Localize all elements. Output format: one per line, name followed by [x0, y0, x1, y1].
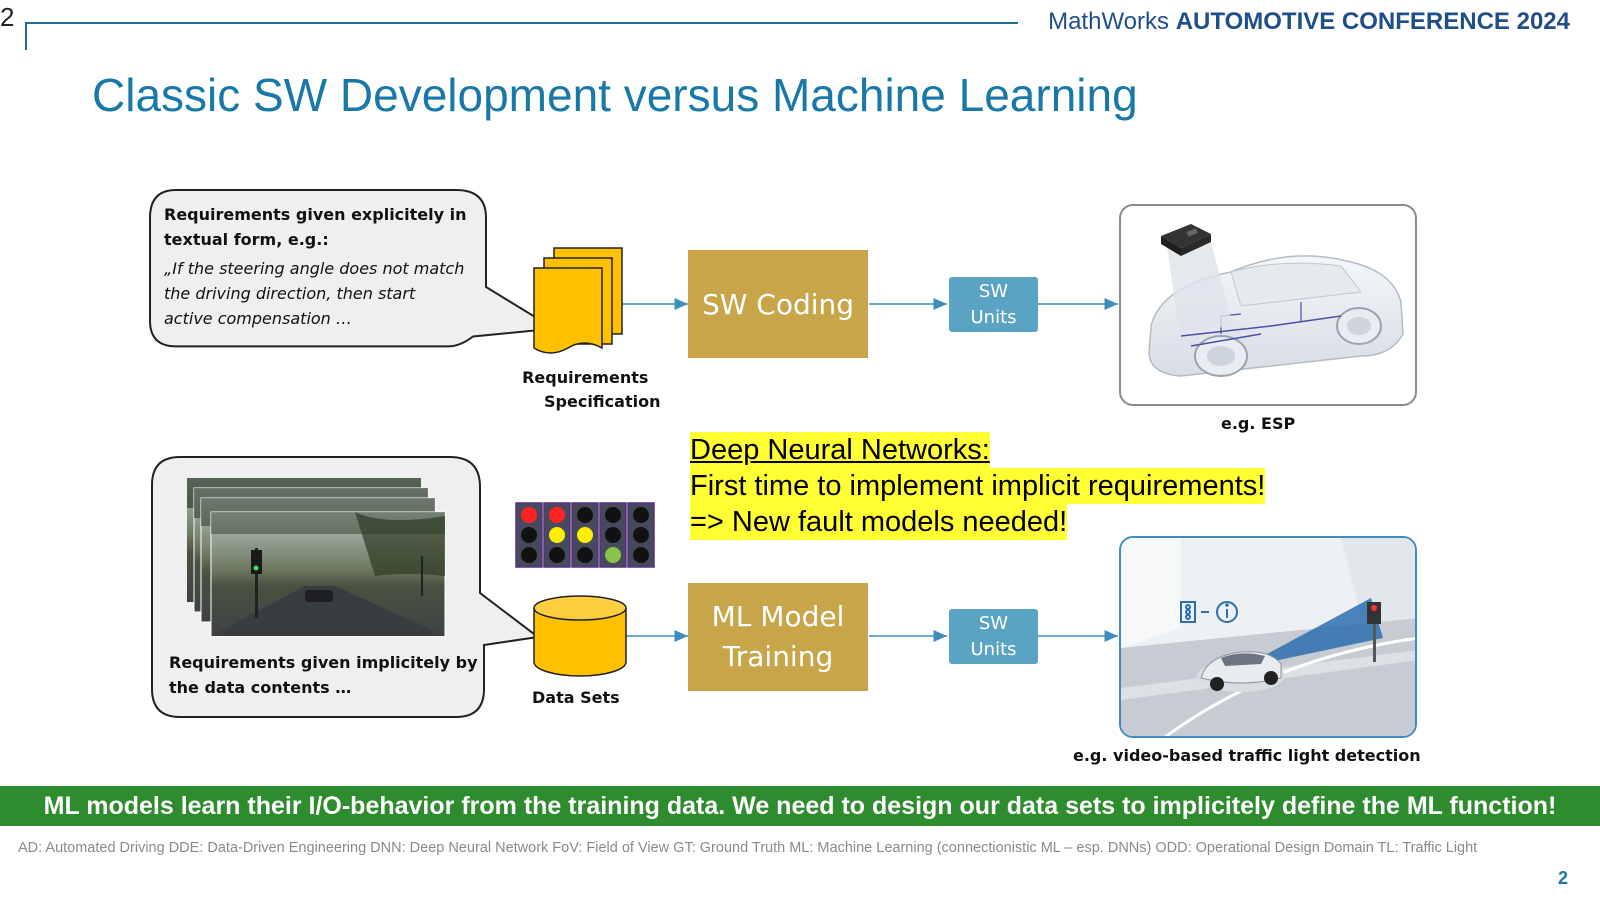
- requirements-spec-label: Requirements Specification: [510, 366, 660, 414]
- slide-title: Classic SW Development versus Machine Le…: [92, 69, 1138, 121]
- sw-units-classic-line1: SW: [978, 280, 1009, 302]
- sw-units-ml: SW Units: [949, 609, 1038, 664]
- sw-units-classic-line2: Units: [970, 306, 1017, 328]
- data-sets-database-icon: [533, 595, 627, 677]
- sw-units-ml-line1: SW: [978, 612, 1009, 634]
- ml-training-box: ML Model Training: [688, 583, 868, 691]
- ml-callout-line1: Requirements given implicitely by: [169, 653, 478, 672]
- esp-car-image: [1119, 204, 1417, 406]
- key-message-banner: ML models learn their I/O-behavior from …: [0, 786, 1600, 826]
- requirements-document-icon: [533, 247, 623, 354]
- data-sets-label: Data Sets: [532, 688, 620, 707]
- dnn-highlight: Deep Neural Networks: First time to impl…: [690, 432, 1266, 540]
- sw-coding-box: SW Coding: [688, 250, 868, 358]
- training-images-stack: [187, 478, 446, 637]
- header-rule: [25, 22, 1018, 50]
- page-number: 2: [1557, 868, 1568, 888]
- tl-2: [549, 507, 565, 563]
- esp-label: e.g. ESP: [1221, 414, 1296, 433]
- classic-quote-line1: „If the steering angle does not match: [164, 259, 465, 278]
- tl-info-icons: [1180, 601, 1238, 623]
- slide-number-top: 2: [0, 2, 15, 32]
- classic-callout-line2: textual form, e.g.:: [164, 230, 329, 249]
- traffic-light-detection-image: [1119, 536, 1417, 738]
- dnn-highlight-line3: => New fault models needed!: [690, 504, 1068, 540]
- camera-fov: [1241, 598, 1383, 668]
- detection-car: [1197, 651, 1285, 692]
- tl-detection-label: e.g. video-based traffic light detection: [1073, 746, 1421, 765]
- ml-callout-line2: the data contents …: [169, 678, 352, 697]
- dnn-highlight-line2: First time to implement implicit require…: [690, 468, 1266, 504]
- spec-label-line1: Requirements: [522, 368, 649, 387]
- image-frame-front: [210, 511, 446, 637]
- spec-label-line2: Specification: [544, 392, 661, 411]
- traffic-lights-icon: [515, 502, 655, 568]
- conference-name: AUTOMOTIVE CONFERENCE 2024: [1175, 8, 1570, 35]
- conference-brand: MathWorks: [1048, 8, 1170, 35]
- esp-control-unit: [1161, 224, 1211, 256]
- dnn-highlight-line1: Deep Neural Networks:: [690, 432, 990, 468]
- classic-quote-line2: the driving direction, then start: [164, 284, 416, 303]
- car-illustration: [1148, 224, 1404, 377]
- classic-callout-text: Requirements given explicitely in textua…: [164, 202, 467, 331]
- abbreviations-footer: AD: Automated Driving DDE: Data-Driven E…: [18, 840, 1478, 856]
- classic-callout-shape: [149, 188, 558, 348]
- tl-3: [577, 507, 593, 563]
- tl-4: [605, 507, 621, 563]
- classic-quote-line3: active compensation …: [164, 309, 352, 328]
- ml-training-line1: ML Model: [711, 600, 845, 633]
- tl-5: [633, 507, 649, 563]
- ml-callout-text: Requirements given implicitely by the da…: [169, 650, 478, 700]
- tl-1: [521, 507, 537, 563]
- conference-title: MathWorks AUTOMOTIVE CONFERENCE 2024: [1048, 8, 1570, 36]
- sw-units-classic: SW Units: [949, 277, 1038, 332]
- traffic-light-pole: [1367, 602, 1381, 662]
- sw-units-ml-line2: Units: [970, 638, 1017, 660]
- ml-training-line2: Training: [722, 640, 834, 673]
- classic-callout-line1: Requirements given explicitely in: [164, 205, 467, 224]
- tl-detection-illustration: [1121, 538, 1415, 736]
